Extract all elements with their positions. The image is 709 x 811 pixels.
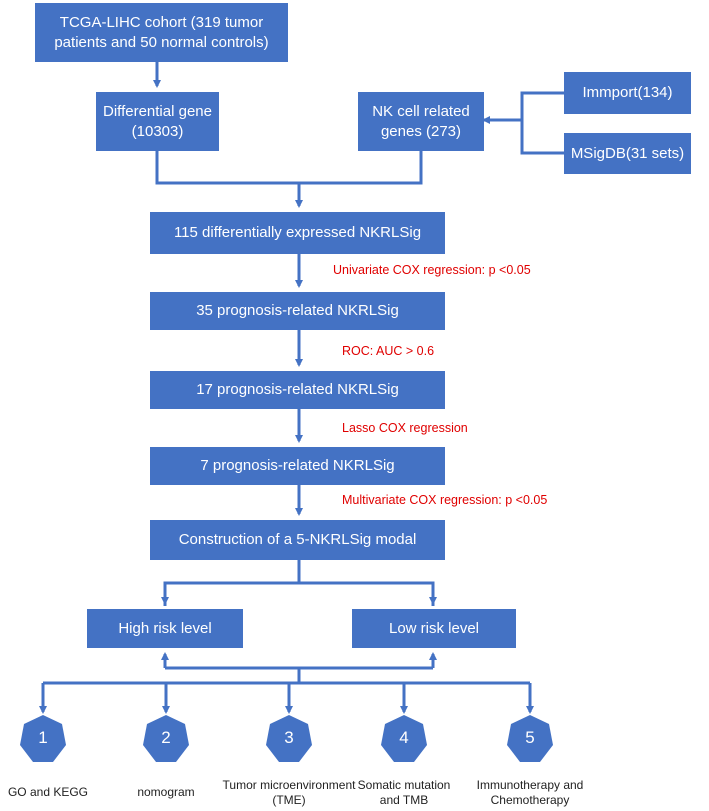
step-model-box: Construction of a 5-NKRLSig modal bbox=[150, 520, 445, 560]
analysis-number-3: 3 bbox=[284, 728, 294, 747]
criterion-roc: ROC: AUC > 0.6 bbox=[342, 344, 435, 358]
step-35-box: 35 prognosis-related NKRLSig bbox=[150, 292, 445, 330]
step-115-box: 115 differentially expressed NKRLSig bbox=[150, 212, 445, 254]
analysis-number-1: 1 bbox=[38, 728, 48, 747]
analysis-label-3: Tumor microenvironment (TME) bbox=[222, 778, 356, 807]
criterion-multivariate: Multivariate COX regression: p <0.05 bbox=[342, 493, 548, 507]
criterion-univariate: Univariate COX regression: p <0.05 bbox=[333, 263, 531, 277]
split-bar bbox=[163, 581, 435, 606]
msigdb-box: MSigDB(31 sets) bbox=[564, 133, 691, 174]
analysis-number-5: 5 bbox=[525, 728, 535, 747]
analysis-label-2: nomogram bbox=[137, 785, 195, 799]
analysis-hexagon-4 bbox=[381, 715, 427, 762]
differential-gene-box: Differential gene (10303) bbox=[96, 92, 219, 151]
analysis-hexagon-2 bbox=[143, 715, 189, 762]
analysis-number-4: 4 bbox=[399, 728, 409, 747]
analysis-label-5: Immunotherapy and Chemotherapy bbox=[476, 778, 584, 807]
step-7-box: 7 prognosis-related NKRLSig bbox=[150, 447, 445, 485]
bracket-sources bbox=[520, 91, 564, 155]
criterion-lasso: Lasso COX regression bbox=[342, 421, 468, 435]
high-risk-box: High risk level bbox=[87, 609, 243, 648]
analysis-label-4: Somatic mutation and TMB bbox=[357, 778, 451, 807]
merge-diff-nk bbox=[155, 151, 423, 185]
step-17-box: 17 prognosis-related NKRLSig bbox=[150, 371, 445, 409]
immport-box: Immport(134) bbox=[564, 72, 691, 114]
analysis-number-2: 2 bbox=[161, 728, 171, 747]
analysis-hexagon-5 bbox=[507, 715, 553, 762]
low-risk-box: Low risk level bbox=[352, 609, 516, 648]
cohort-box: TCGA-LIHC cohort (319 tumor patients and… bbox=[35, 3, 288, 62]
analysis-hexagon-1 bbox=[20, 715, 66, 762]
nk-genes-box: NK cell related genes (273) bbox=[358, 92, 484, 151]
analysis-hexagon-3 bbox=[266, 715, 312, 762]
analysis-label-1: GO and KEGG bbox=[7, 785, 89, 799]
